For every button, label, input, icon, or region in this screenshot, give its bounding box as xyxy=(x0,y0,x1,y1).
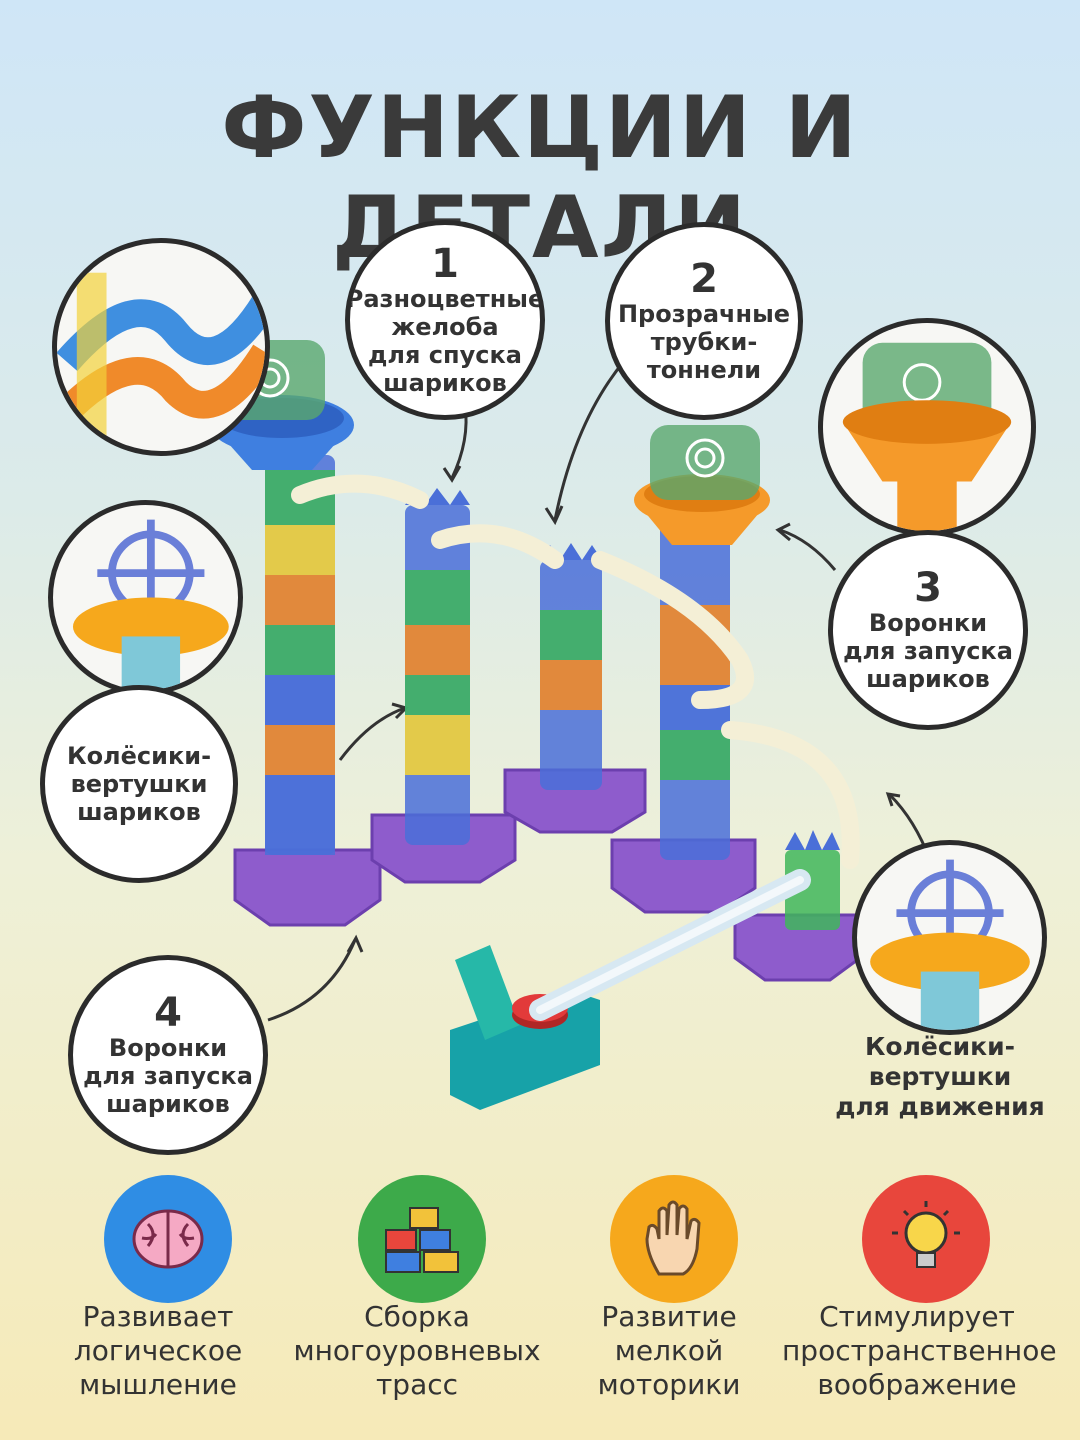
wheel-detail-icon xyxy=(72,519,229,690)
blocks-icon xyxy=(358,1175,486,1303)
feature-label-logic: Развивает логическое мышление xyxy=(73,1300,243,1401)
lightbulb-icon xyxy=(862,1175,990,1303)
callout-3: 3 Воронки для запуска шариков xyxy=(828,530,1028,730)
detail-photo-chutes xyxy=(52,238,270,456)
wheel-movement-label: Колёсики- вертушки для движения xyxy=(835,1032,1045,1121)
callout-2: 2 Прозрачные трубки- тоннели xyxy=(605,222,803,420)
launcher xyxy=(450,869,811,1110)
hand-icon xyxy=(610,1175,738,1303)
callout-number: 1 xyxy=(431,241,459,287)
detail-photo-wheel-2 xyxy=(852,840,1047,1035)
funnel-detail-icon xyxy=(842,342,1012,531)
callout-number: 2 xyxy=(690,256,718,302)
feature-label-assembly: Сборка многоуровневых трасс xyxy=(293,1300,541,1401)
tower-4 xyxy=(634,425,770,860)
clear-tubes xyxy=(291,474,860,869)
detail-photo-funnel xyxy=(818,318,1036,536)
feature-label-motor: Развитие мелкой моторики xyxy=(597,1300,741,1401)
chutes-detail-icon xyxy=(57,272,265,442)
callout-wheels: Колёсики- вертушки шариков xyxy=(40,685,238,883)
callout-number: 3 xyxy=(914,565,942,611)
callout-4: 4 Воронки для запуска шариков xyxy=(68,955,268,1155)
brain-icon xyxy=(104,1175,232,1303)
tower-2 xyxy=(405,488,470,845)
tower-bases xyxy=(233,768,862,982)
tower-3 xyxy=(540,543,602,790)
callout-number: 4 xyxy=(154,990,182,1036)
wheel-detail-icon-2 xyxy=(869,859,1030,1030)
callout-1: 1 Разноцветные желоба для спуска шариков xyxy=(345,220,545,420)
detail-photo-wheel xyxy=(48,500,243,695)
feature-label-imagination: Стимулирует пространственное воображение xyxy=(782,1300,1057,1401)
